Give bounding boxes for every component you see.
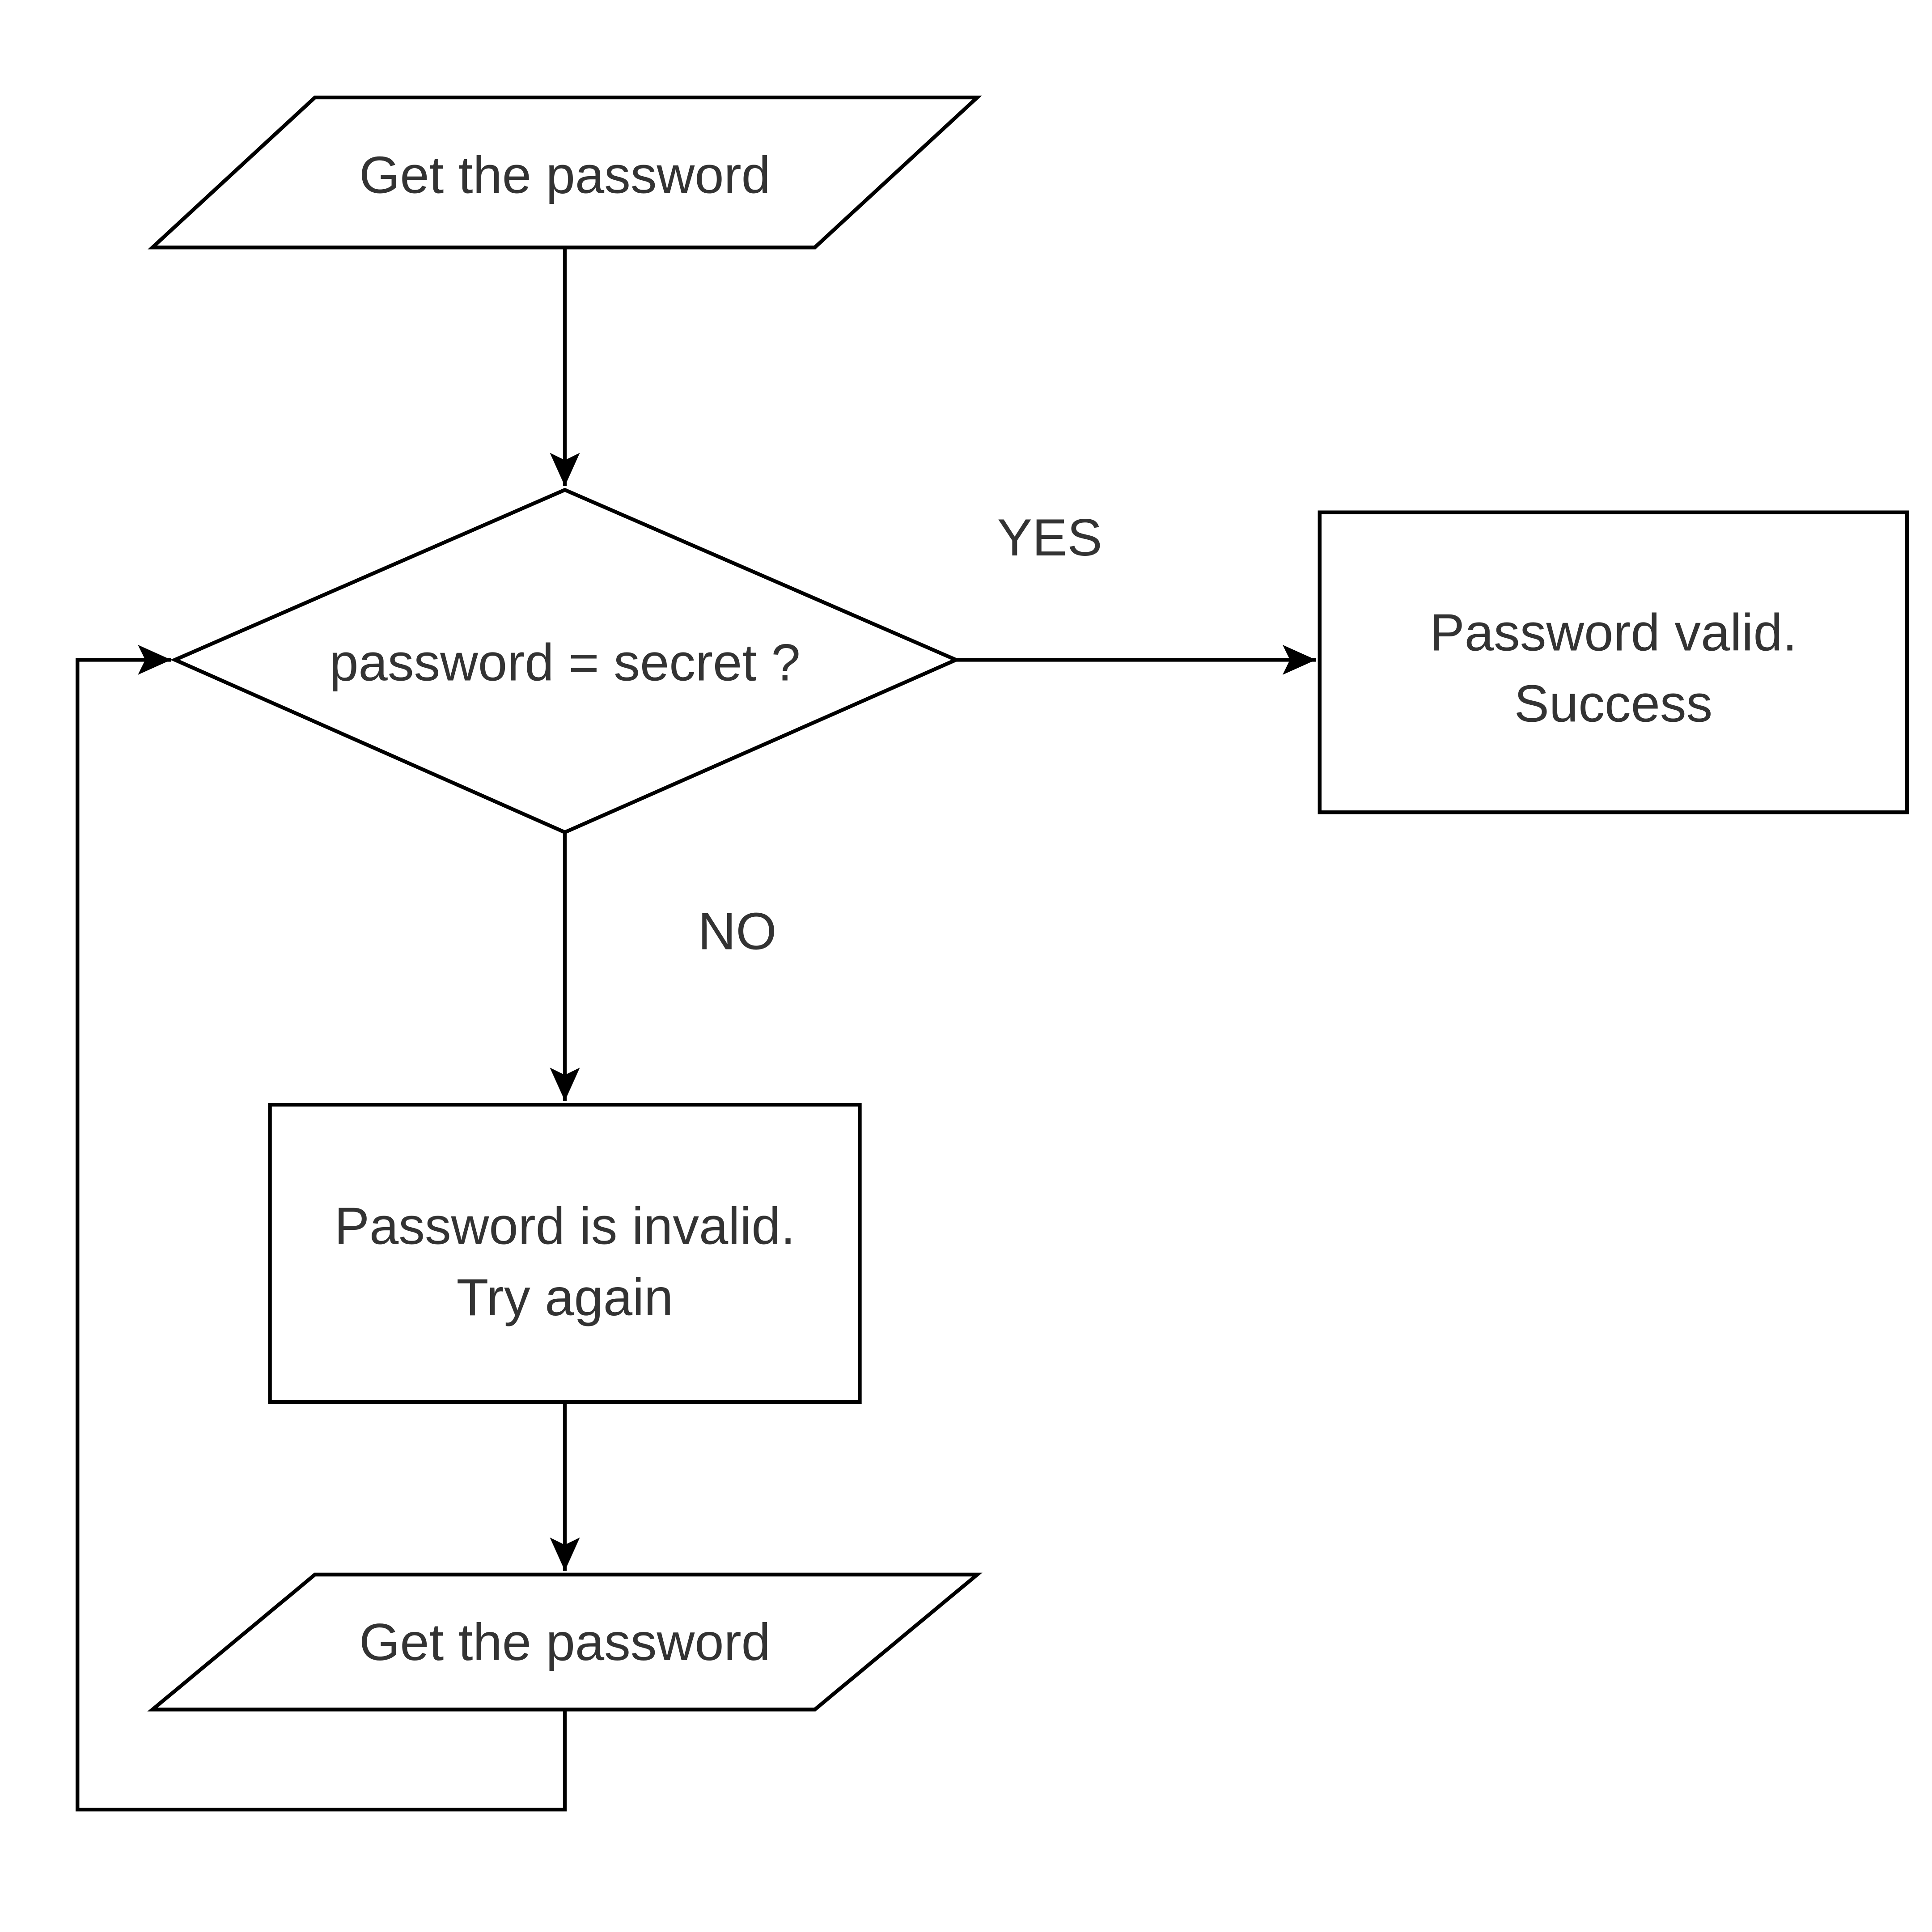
- edge-label-no: NO: [698, 902, 777, 960]
- node-success-label-line2: Success: [1514, 674, 1713, 733]
- node-decision-diamond: [170, 487, 961, 835]
- edge-label-yes: YES: [997, 508, 1102, 567]
- edge-input-retry-to-decision-loop: [76, 644, 567, 1812]
- node-input-top-label: Get the password: [359, 146, 771, 204]
- node-input-top-parallelogram: [148, 95, 982, 250]
- node-invalid-rectangle: [268, 1102, 862, 1404]
- node-input-retry-parallelogram: [147, 1572, 983, 1712]
- node-success-rectangle: [1318, 510, 1909, 814]
- node-decision-label: password = secret ?: [329, 633, 800, 691]
- node-input-retry-label: Get the password: [359, 1613, 771, 1671]
- node-invalid-label-line2: Try again: [457, 1268, 674, 1326]
- node-invalid-label-line1: Password is invalid.: [335, 1197, 796, 1255]
- node-success-label-line1: Password valid.: [1430, 603, 1797, 661]
